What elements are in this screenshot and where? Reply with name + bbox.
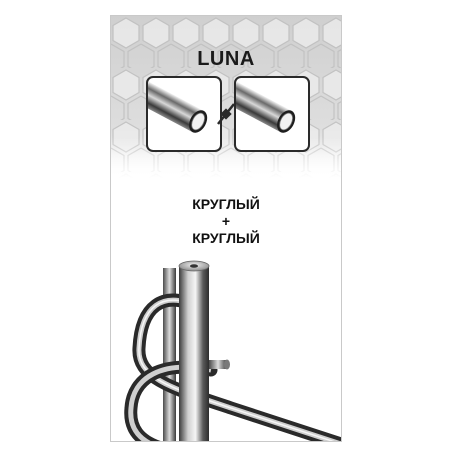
round-tube-icon [236, 81, 296, 133]
product-title: LUNA [197, 48, 255, 70]
caption-plus: + [221, 213, 231, 229]
connector-icon [217, 103, 235, 125]
caption-line-2: КРУГЛЫЙ [192, 230, 260, 246]
round-profile-right [234, 76, 310, 152]
towel-rail-photo [124, 260, 341, 441]
round-tube-icon [148, 81, 208, 133]
round-profile-left [146, 76, 222, 152]
caption-line-1: КРУГЛЫЙ [192, 196, 260, 212]
product-card: LUNA [110, 15, 342, 442]
